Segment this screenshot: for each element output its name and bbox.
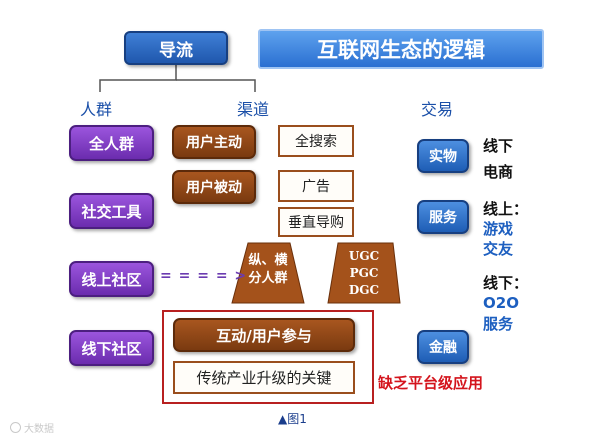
watermark: 大数据 [10,420,54,435]
offline2-label: 线下： [483,274,529,292]
interaction-button[interactable]: 互动/用户参与 [173,318,355,352]
physical-goods-button[interactable]: 实物 [417,139,469,173]
finance-button[interactable]: 金融 [417,330,469,364]
user-active-button[interactable]: 用户主动 [172,125,256,159]
crowd-all[interactable]: 全人群 [69,125,154,161]
offline2-o2o: O2O [483,294,519,312]
ecommerce-label: 电商 [483,163,514,181]
offline-label: 线下 [483,137,514,155]
figure-caption: ▲图1 [278,412,307,426]
traffic-button[interactable]: 导流 [124,31,228,65]
content-types-label: UGC PGC DGC [328,248,400,299]
offline2-services: 服务 [483,315,514,333]
online-label: 线上： [483,200,529,218]
content-type-dgc: DGC [348,283,380,297]
content-trapezoid [327,242,401,304]
crowd-online-community[interactable]: 线上社区 [69,261,154,297]
crowd-social-tools[interactable]: 社交工具 [69,193,154,229]
split-label-line1: 纵、横 [248,253,288,268]
split-label: 纵、横 分人群 [232,252,304,288]
connector-right [176,79,256,92]
lacking-platform-text: 缺乏平台级应用 [378,374,484,392]
watermark-icon [10,422,21,433]
watermark-text: 大数据 [24,424,54,435]
online-dating: 交友 [483,240,514,258]
split-trapezoid [231,242,305,304]
column-header-trade: 交易 [421,100,454,119]
online-games: 游戏 [483,220,514,238]
content-type-pgc: PGC [349,266,379,280]
arrow-online-to-split: = = = = > [160,268,248,284]
column-header-channel: 渠道 [237,100,270,119]
channel-frame [162,310,374,404]
content-type-ugc: UGC [348,249,380,263]
connector-left [99,64,177,92]
services-button[interactable]: 服务 [417,200,469,234]
page-title: 互联网生态的逻辑 [258,29,544,69]
user-passive-button[interactable]: 用户被动 [172,170,256,204]
vertical-guide-box: 垂直导购 [278,207,354,237]
full-search-box: 全搜索 [278,125,354,157]
crowd-offline-community[interactable]: 线下社区 [69,330,154,366]
split-label-line2: 分人群 [248,271,288,286]
traditional-upgrade-box: 传统产业升级的关键 [173,361,355,394]
column-header-crowd: 人群 [80,100,113,119]
ads-box: 广告 [278,170,354,202]
